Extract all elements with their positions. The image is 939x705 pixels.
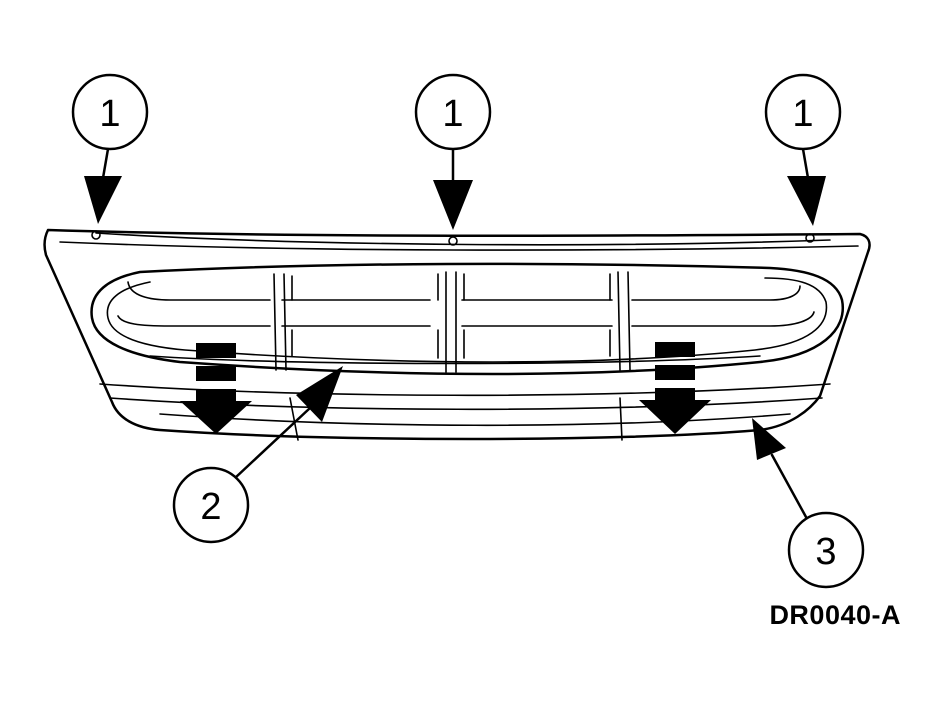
fastener-hole-left	[91, 230, 101, 240]
callout-label: 1	[99, 93, 120, 135]
grille-assembly	[43, 228, 871, 441]
arrow-up-icon	[296, 366, 343, 422]
arrow-down-icon	[787, 176, 826, 226]
callout-fastener-right: 1	[764, 73, 842, 226]
arrow-down-icon	[433, 180, 473, 230]
arrow-down-icon	[180, 401, 252, 434]
callout-label: 2	[200, 486, 221, 528]
removal-direction-arrow-right	[639, 342, 711, 434]
figure-id-label: DR0040-A	[769, 600, 901, 630]
callout-lower-panel: 3	[752, 418, 865, 589]
fastener-hole-center	[448, 236, 458, 246]
callout-label: 1	[442, 93, 463, 135]
callout-grille: 2	[172, 366, 343, 544]
callout-label: 3	[815, 531, 836, 573]
arrow-down-icon	[639, 400, 711, 434]
callout-fastener-left: 1	[71, 73, 149, 224]
arrow-down-icon	[84, 176, 122, 224]
fastener-hole-right	[805, 233, 815, 243]
callout-label: 1	[792, 93, 813, 135]
removal-direction-arrow-left	[180, 343, 252, 434]
arrow-up-icon	[752, 418, 786, 460]
callout-fastener-center: 1	[414, 73, 492, 230]
